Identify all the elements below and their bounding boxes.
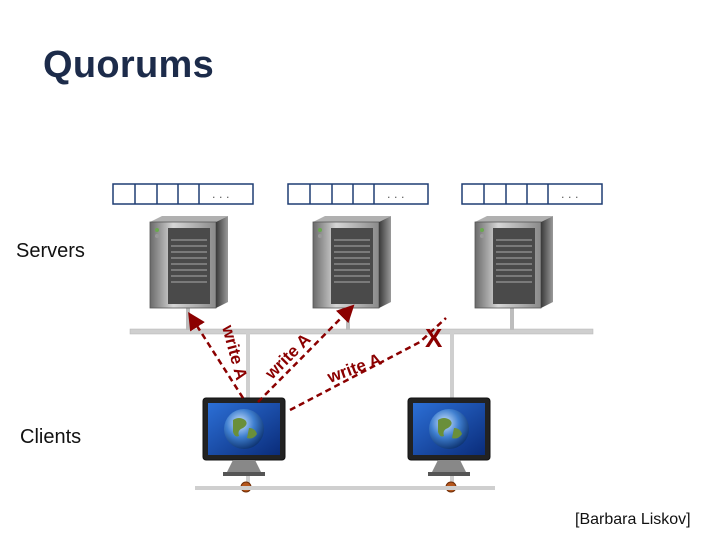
page-title: Quorums (43, 44, 215, 86)
write-label: write A (324, 350, 384, 387)
write-arrow-2 (257, 304, 355, 403)
server-icon (474, 216, 553, 309)
write-label: write A (261, 330, 315, 384)
server-log-3: . . . (461, 183, 603, 205)
client-monitor-icon (202, 397, 286, 493)
log-ellipsis: . . . (212, 188, 229, 201)
server-log-2: . . . (287, 183, 429, 205)
servers-label: Servers (16, 240, 85, 262)
citation: [Barbara Liskov] (575, 511, 691, 528)
client-monitor-icon (407, 397, 491, 493)
write-arrow-1 (188, 312, 245, 399)
client-bus (195, 486, 495, 490)
log-ellipsis: . . . (387, 188, 404, 201)
clients-label: Clients (20, 426, 82, 448)
log-ellipsis: . . . (561, 188, 578, 201)
write-arrow-3 (289, 317, 447, 412)
failed-write-marker: X (425, 323, 443, 353)
server-icon (312, 216, 391, 309)
server-icon (149, 216, 228, 309)
server-log-1: . . . (112, 183, 254, 205)
network-bus (129, 328, 594, 335)
